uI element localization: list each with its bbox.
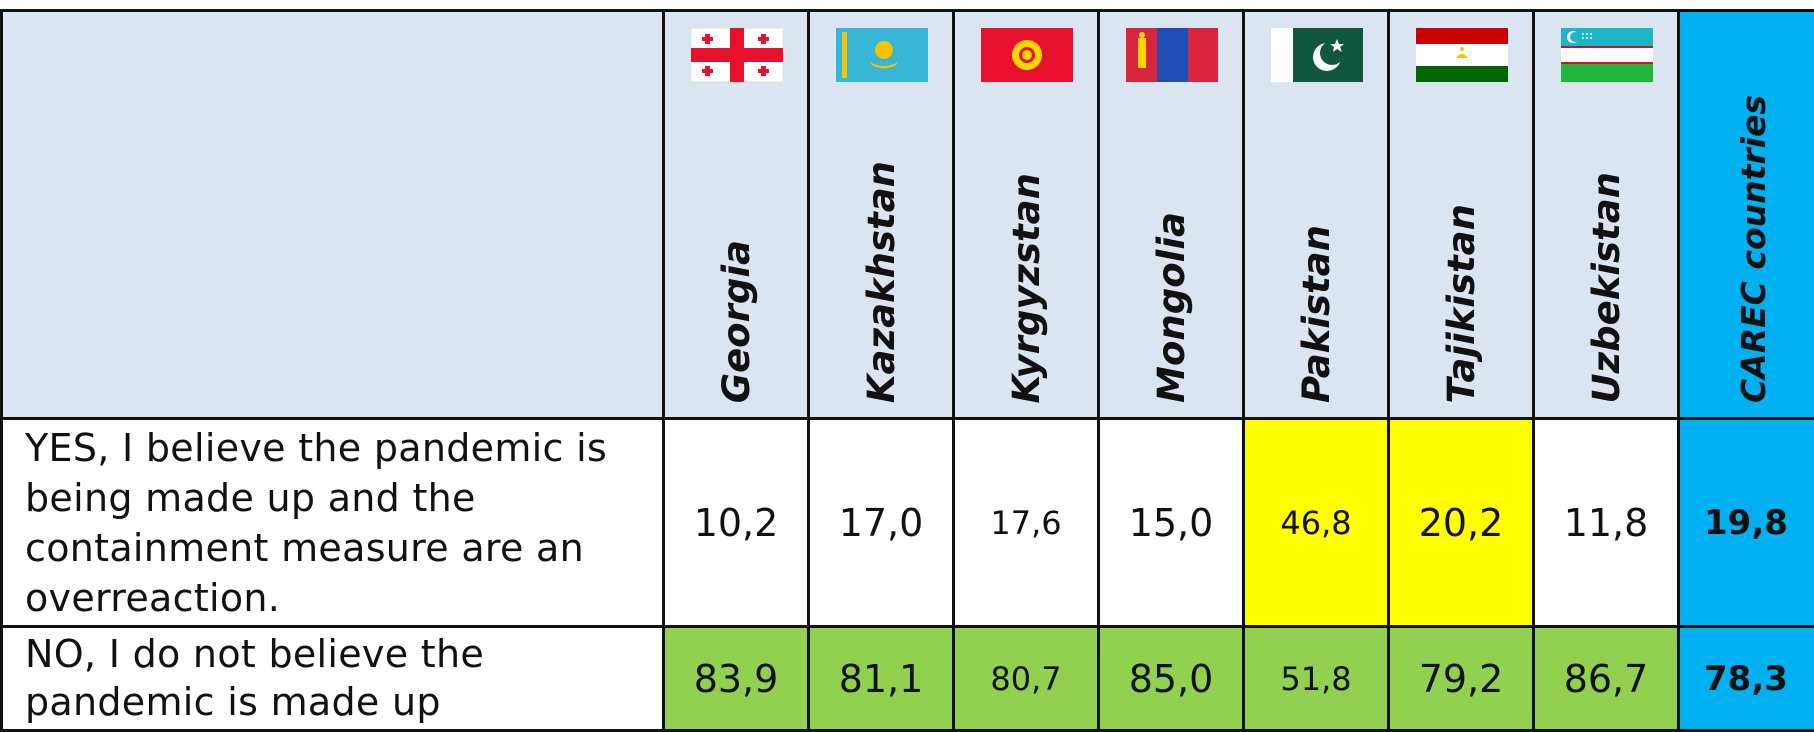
table-row: YES, I believe the pandemic is being mad… xyxy=(2,419,1814,627)
value-cell-tajikistan: 79,2 xyxy=(1389,627,1534,731)
country-name-kazakhstan: Kazakhstan xyxy=(863,161,900,403)
pakistan-flag-icon xyxy=(1271,24,1363,86)
country-header-kyrgyzstan: Kyrgyzstan xyxy=(954,11,1099,419)
survey-results-table: Georgia Kazakhstan Kyrgyzstan xyxy=(0,9,1814,732)
value-cell-mongolia: 15,0 xyxy=(1099,419,1244,627)
value-cell-tajikistan: 20,2 xyxy=(1389,419,1534,627)
georgia-flag-icon xyxy=(691,24,783,86)
value-cell-mongolia: 85,0 xyxy=(1099,627,1244,731)
total-header-label: CAREC countries xyxy=(1737,95,1770,403)
value-cell-kyrgyzstan: 17,6 xyxy=(954,419,1099,627)
row-label-yes: YES, I believe the pandemic is being mad… xyxy=(2,419,664,627)
value-cell-uzbekistan: 11,8 xyxy=(1534,419,1679,627)
country-name-uzbekistan: Uzbekistan xyxy=(1588,172,1625,403)
value-cell-kazakhstan: 81,1 xyxy=(809,627,954,731)
kyrgyzstan-flag-icon xyxy=(981,24,1073,86)
country-name-kyrgyzstan: Kyrgyzstan xyxy=(1008,173,1045,403)
uzbekistan-flag-icon xyxy=(1561,24,1653,86)
row-label-no: NO, I do not believe the pandemic is mad… xyxy=(2,627,664,731)
country-name-tajikistan: Tajikistan xyxy=(1443,204,1480,404)
value-cell-pakistan: 51,8 xyxy=(1244,627,1389,731)
country-name-georgia: Georgia xyxy=(718,240,755,403)
total-value-cell: 19,8 xyxy=(1679,419,1814,627)
value-cell-kyrgyzstan: 80,7 xyxy=(954,627,1099,731)
country-name-pakistan: Pakistan xyxy=(1298,225,1335,403)
value-cell-kazakhstan: 17,0 xyxy=(809,419,954,627)
country-name-mongolia: Mongolia xyxy=(1153,212,1190,403)
tajikistan-flag-icon xyxy=(1416,24,1508,86)
country-header-uzbekistan: Uzbekistan xyxy=(1534,11,1679,419)
table-row: NO, I do not believe the pandemic is mad… xyxy=(2,627,1814,731)
header-row: Georgia Kazakhstan Kyrgyzstan xyxy=(2,11,1814,419)
country-header-mongolia: Mongolia xyxy=(1099,11,1244,419)
country-header-georgia: Georgia xyxy=(664,11,809,419)
value-cell-uzbekistan: 86,7 xyxy=(1534,627,1679,731)
country-header-kazakhstan: Kazakhstan xyxy=(809,11,954,419)
value-cell-georgia: 83,9 xyxy=(664,627,809,731)
country-header-pakistan: Pakistan xyxy=(1244,11,1389,419)
country-header-tajikistan: Tajikistan xyxy=(1389,11,1534,419)
value-cell-pakistan: 46,8 xyxy=(1244,419,1389,627)
mongolia-flag-icon xyxy=(1126,24,1218,86)
header-corner-cell xyxy=(2,11,664,419)
value-cell-georgia: 10,2 xyxy=(664,419,809,627)
total-value-cell: 78,3 xyxy=(1679,627,1814,731)
total-header: CAREC countries xyxy=(1679,11,1814,419)
kazakhstan-flag-icon xyxy=(836,24,928,86)
